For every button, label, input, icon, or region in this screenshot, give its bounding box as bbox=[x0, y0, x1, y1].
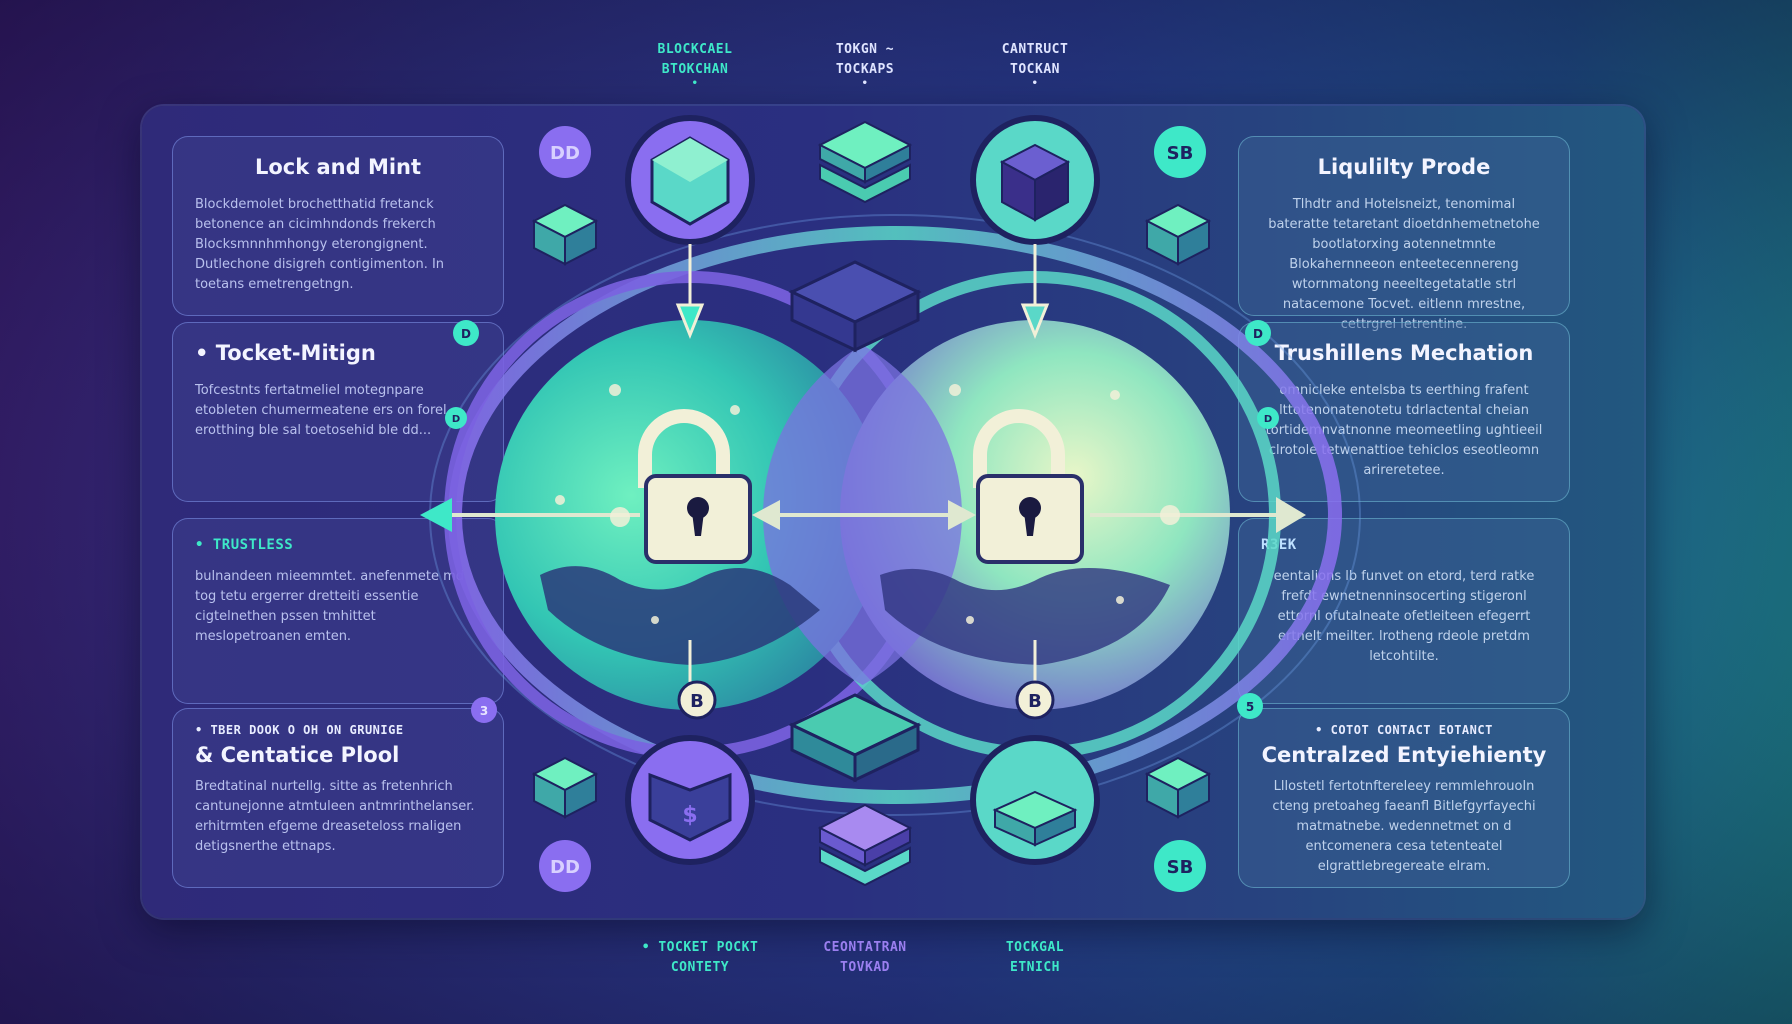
cube-icon-bottom-left bbox=[531, 756, 599, 819]
chip-left-mid: D bbox=[445, 407, 467, 429]
bottom-left-wallet-node: $ bbox=[625, 735, 755, 865]
bridge-arrows bbox=[420, 497, 1306, 533]
cube-icon-bottom-right bbox=[1144, 756, 1212, 819]
bitcoin-connectors bbox=[688, 640, 1037, 682]
panel-subtitle: • TRUSTLESS bbox=[195, 537, 294, 553]
svg-text:DD: DD bbox=[550, 857, 580, 878]
top-left-hexagon-node bbox=[625, 115, 755, 245]
badge-bottom-right: SB bbox=[1154, 840, 1206, 892]
right-padlock-icon bbox=[973, 409, 1084, 564]
bottom-label-token-ethics: TOCKGAL ETNICH bbox=[1005, 940, 1065, 975]
svg-text:SB: SB bbox=[1167, 143, 1194, 164]
panel-title: Centralzed Entyiehienty bbox=[1261, 743, 1547, 767]
right-bitcoin-badge: B bbox=[1015, 680, 1055, 720]
svg-text:SB: SB bbox=[1167, 857, 1194, 878]
svg-text:D: D bbox=[1253, 327, 1263, 341]
layers-stack-icon-top bbox=[817, 120, 913, 204]
panel-body: bulnandeen mieemmtet. anefenmete md tog … bbox=[195, 569, 465, 644]
svg-text:5: 5 bbox=[1246, 700, 1254, 714]
bitcoin-icon: B bbox=[1028, 691, 1042, 712]
badge-bottom-left: DD bbox=[539, 840, 591, 892]
panel-title: • Tocket-Mitign bbox=[195, 341, 376, 365]
right-wave bbox=[880, 568, 1170, 665]
badge-top-left: DD bbox=[539, 126, 591, 178]
svg-text:D: D bbox=[452, 414, 460, 425]
top-down-arrows bbox=[675, 244, 1050, 340]
panel-body: eentalions lb funvet on etord, terd ratk… bbox=[1273, 569, 1535, 664]
top-label-contract-token: CANTRUCT TOCKAN • bbox=[1001, 42, 1069, 89]
svg-text:D: D bbox=[1264, 414, 1272, 425]
panel-body: omnicleke entelsba ts eerthing frafent l… bbox=[1265, 383, 1543, 478]
panel-title: & Centatice Plool bbox=[195, 743, 400, 767]
cube-icon-top-left bbox=[531, 203, 599, 266]
bitcoin-icon: B bbox=[690, 691, 704, 712]
panel-title: Trushillens Mechation bbox=[1274, 341, 1534, 365]
panel-body: Bredtatinal nurtellg. sitte as fretenhri… bbox=[195, 779, 475, 854]
top-label-token-swaps: TOKGN ~ TOCKAPS • bbox=[835, 42, 895, 89]
dollar-icon: $ bbox=[682, 803, 697, 828]
panel-centralized-entity: • COTOT CONTACT EOTANCT Centralzed Entyi… bbox=[1238, 708, 1570, 888]
top-label-blockchain: BLOCKCAEL BTOKCHAN • bbox=[657, 42, 733, 89]
bottom-right-box-node bbox=[970, 735, 1100, 865]
left-padlock-icon bbox=[638, 409, 752, 564]
circuit-dots bbox=[555, 384, 1180, 624]
center-top-block-icon bbox=[788, 260, 922, 353]
panel-body: Tofcestnts fertatmeliel motegnpare etobl… bbox=[195, 383, 447, 438]
bottom-label-token-pocket: • TOCKET POCKT CONTETY bbox=[641, 940, 759, 975]
panel-lock-and-mint: Lock and Mint Blockdemolet brochetthatid… bbox=[172, 136, 504, 316]
panel-title: Liqulilty Prode bbox=[1317, 155, 1491, 179]
layers-stack-icon-bottom bbox=[817, 803, 913, 887]
panel-risk: R3EK eentalions lb funvet on etord, terd… bbox=[1238, 518, 1570, 704]
chip-left-top: D bbox=[453, 320, 479, 346]
left-wave bbox=[540, 566, 820, 665]
chip-right-bottom: 5 bbox=[1237, 693, 1263, 719]
panel-centralized-pool: • TBER DOOK O OH ON GRUNIGE & Centatice … bbox=[172, 708, 504, 888]
panel-subtitle: • TBER DOOK O OH ON GRUNIGE bbox=[195, 723, 404, 737]
panel-body: Tlhdtr and Hotelsneizt, tenomimal batera… bbox=[1268, 197, 1540, 332]
badge-top-right: SB bbox=[1154, 126, 1206, 178]
panel-body: Blockdemolet brochetthatid fretanck beto… bbox=[195, 197, 445, 292]
chip-right-top: D bbox=[1245, 320, 1271, 346]
center-bottom-block-icon bbox=[788, 693, 922, 783]
cube-icon-top-right bbox=[1144, 203, 1212, 266]
bottom-label-centralized-token: CEONTATRAN TOVKAD bbox=[823, 940, 907, 975]
svg-text:3: 3 bbox=[480, 704, 488, 718]
panel-subtitle: • COTOT CONTACT EOTANCT bbox=[1315, 723, 1493, 737]
panel-body: Lllostetl fertotnftereleey remmlehrouoln… bbox=[1272, 779, 1536, 874]
svg-text:D: D bbox=[461, 327, 471, 341]
svg-text:DD: DD bbox=[550, 143, 580, 164]
panel-trustless-mechanism: Trushillens Mechation omnicleke entelsba… bbox=[1238, 322, 1570, 502]
panel-title: Lock and Mint bbox=[254, 155, 422, 179]
top-right-cube-node bbox=[970, 115, 1100, 245]
left-bitcoin-badge: B bbox=[677, 680, 717, 720]
panel-liquidity-provider: Liqulilty Prode Tlhdtr and Hotelsneizt, … bbox=[1238, 136, 1570, 332]
chip-right-mid: D bbox=[1257, 407, 1279, 429]
chip-left-bottom: 3 bbox=[471, 697, 497, 723]
